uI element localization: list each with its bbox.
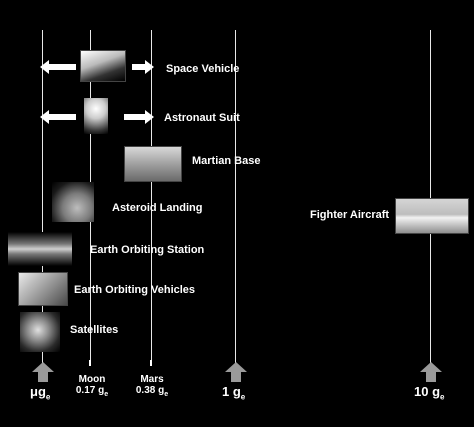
left-arrow-icon [40, 60, 76, 74]
space-vehicle-label: Space Vehicle [166, 63, 240, 75]
moon-text: Moon [78, 374, 106, 385]
satellites-label: Satellites [70, 324, 119, 336]
mars-line [151, 30, 152, 366]
mars-value-text: 0.38 g [135, 385, 165, 396]
right-arrow-icon [124, 110, 154, 124]
moon-subscript: e [104, 391, 109, 398]
mars-tick [150, 360, 152, 366]
moon-label: Moon 0.17 ge [72, 374, 112, 400]
micro-g-subscript: e [45, 392, 51, 402]
moon-value: 0.17 ge [72, 385, 112, 400]
earth-orbiting-station-label: Earth Orbiting Station [90, 244, 205, 256]
one-g-subscript: e [240, 392, 246, 402]
fighter-aircraft-label: Fighter Aircraft [310, 209, 390, 221]
up-arrow-icon [32, 362, 54, 382]
micro-g-label: μge [30, 384, 50, 402]
micro-g-text: μg [30, 384, 46, 399]
space-vehicle-image [80, 50, 126, 82]
earth-orbiting-vehicles-label: Earth Orbiting Vehicles [74, 284, 196, 296]
mars-subscript: e [164, 391, 169, 398]
mars-value: 0.38 ge [132, 385, 172, 400]
mars-label: Mars 0.38 ge [132, 374, 172, 400]
one-g-label: 1 ge [222, 384, 245, 402]
space-station-image [8, 232, 72, 266]
satellite-image [20, 312, 60, 352]
martian-base-image [124, 146, 182, 182]
mars-text: Mars [140, 374, 164, 385]
micro-g-line [42, 30, 43, 366]
ten-g-subscript: e [440, 392, 445, 402]
one-g-line [235, 30, 236, 366]
moon-tick [89, 360, 91, 366]
up-arrow-icon [420, 362, 442, 382]
right-arrow-icon [132, 60, 154, 74]
asteroid-landing-label: Asteroid Landing [112, 202, 203, 214]
one-g-text: 1 g [222, 384, 241, 399]
shuttle-image [18, 272, 68, 306]
moon-value-text: 0.17 g [75, 385, 105, 396]
ten-g-text: 10 g [414, 384, 441, 399]
astronaut-image [84, 98, 108, 134]
left-arrow-icon [40, 110, 76, 124]
asteroid-image [52, 182, 94, 222]
astronaut-suit-label: Astronaut Suit [164, 112, 240, 124]
ten-g-label: 10 ge [414, 384, 444, 402]
martian-base-label: Martian Base [192, 155, 261, 167]
up-arrow-icon [225, 362, 247, 382]
fighter-aircraft-image [395, 198, 469, 234]
